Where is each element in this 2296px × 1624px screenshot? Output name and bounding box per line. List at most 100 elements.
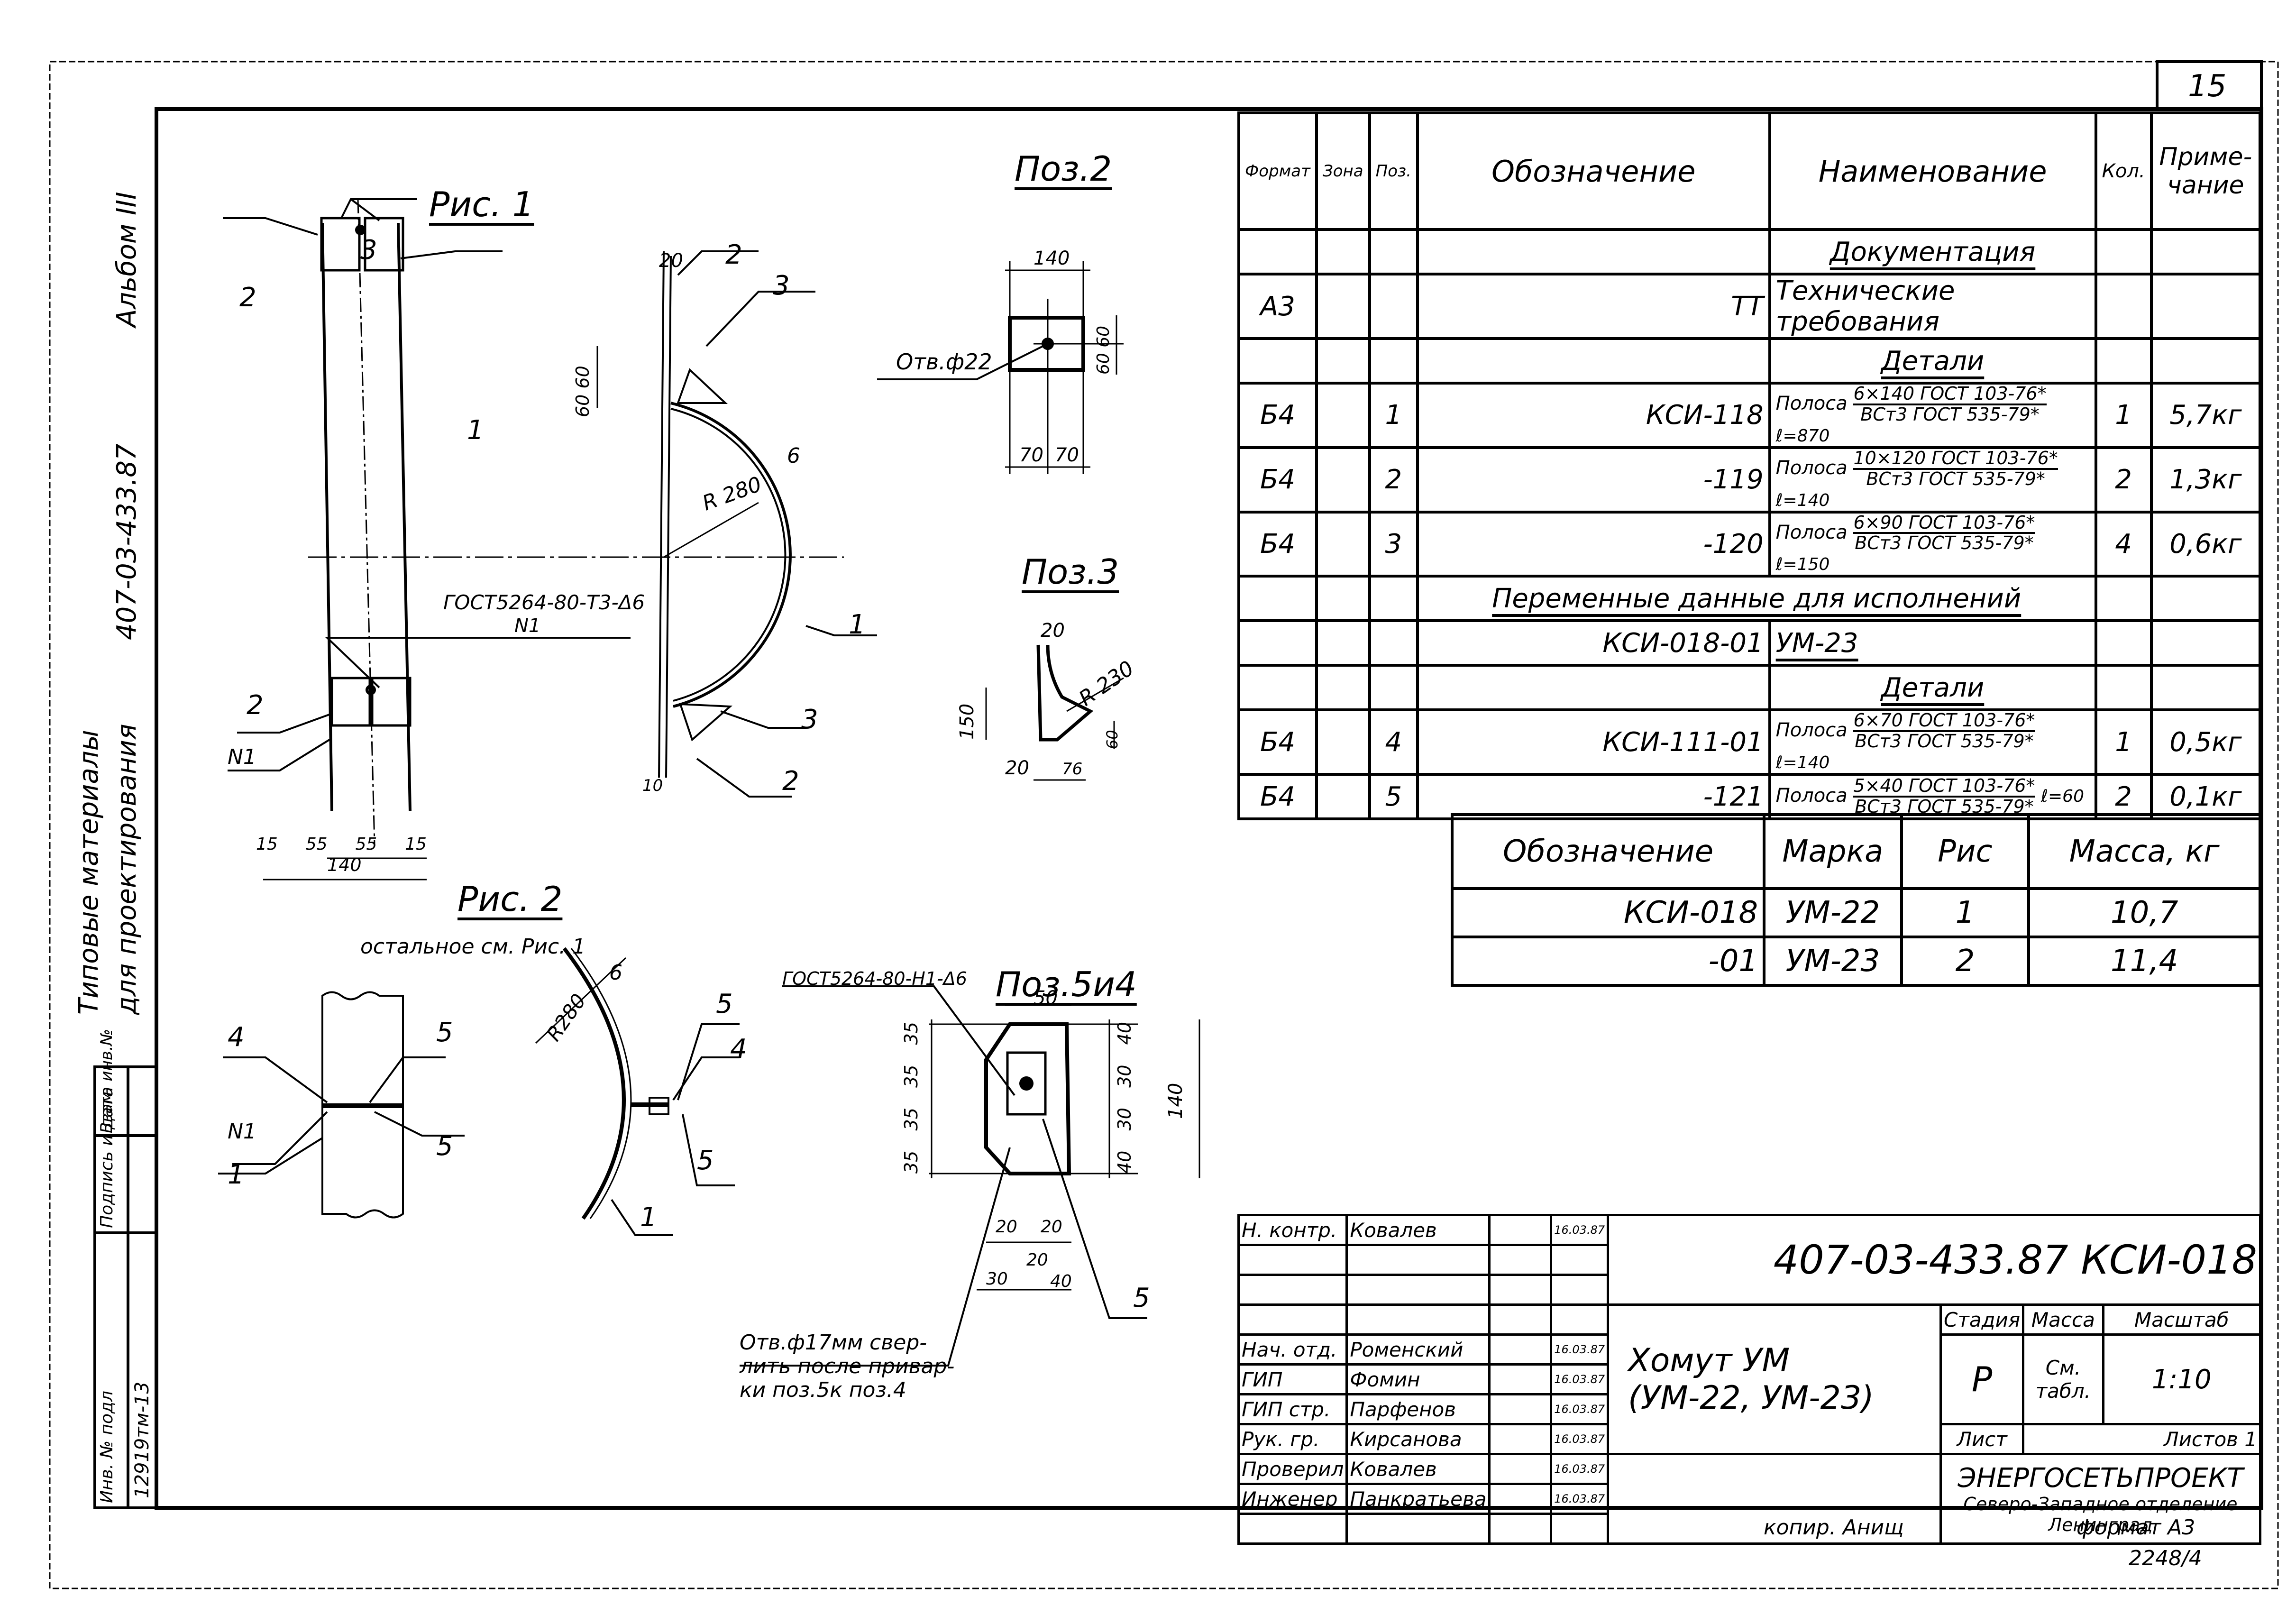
fig2-title: Рис. 2 xyxy=(457,879,563,919)
spec-pos xyxy=(1368,273,1419,340)
material-length: ℓ=140 xyxy=(1775,490,1830,510)
margin-stamp-frame xyxy=(93,1065,158,1509)
spec-zone xyxy=(1315,664,1371,712)
header-qty: Кол. xyxy=(2094,111,2153,231)
spec-qty xyxy=(2094,228,2153,275)
dim: 30 xyxy=(1114,1064,1135,1088)
dim: 35 xyxy=(901,1022,922,1045)
organization-branch: Северо-Западное отделение xyxy=(1963,1493,2238,1514)
spec-qty xyxy=(2094,337,2153,385)
spec-note: 0,5кг xyxy=(2150,708,2262,776)
spec-note xyxy=(2150,273,2262,340)
poz54-dim-outer-mid: 20 xyxy=(1026,1250,1048,1270)
page-number: 15 xyxy=(2188,69,2227,104)
material-length: ℓ=60 xyxy=(2041,787,2084,807)
fig2-thickness: 6 xyxy=(609,961,622,985)
material-grade: ВСт3 ГОСТ 535-79* xyxy=(1855,796,2034,817)
scale-value: 1:10 xyxy=(2102,1333,2262,1425)
poz3-dim-right: 60 xyxy=(1103,730,1121,749)
spec-qty: 2 xyxy=(2094,446,2153,514)
header-zone: Зона xyxy=(1315,111,1371,231)
section-title: Детали xyxy=(1881,672,1985,703)
spec-qty xyxy=(2094,664,2153,712)
dim: 55 xyxy=(305,835,328,854)
spec-note xyxy=(2150,664,2262,712)
signatory-date xyxy=(1550,1303,1610,1336)
poz54-title: Поз.5и4 xyxy=(996,964,1137,1004)
signatory-date: 16.03.87 xyxy=(1550,1483,1610,1515)
mass-label: Масса xyxy=(2022,1303,2104,1336)
dim: 35 xyxy=(901,1108,922,1131)
spec-name: Полоса 6×90 ГОСТ 103-76*ВСт3 ГОСТ 535-79… xyxy=(1768,510,2097,578)
title-empty-cell xyxy=(1607,1453,1942,1545)
poz2-dim-width: 140 xyxy=(1034,248,1070,269)
header-note: Приме-чание xyxy=(2150,111,2262,231)
signatory-name: Фомин xyxy=(1345,1363,1491,1395)
series-code-vertical: 407-03-433.87 xyxy=(111,443,142,640)
spec-section-title: Детали xyxy=(1768,337,2097,385)
mass-value: См. табл. xyxy=(2022,1333,2104,1425)
signatory-signature xyxy=(1488,1453,1553,1485)
material-profile: 10×120 ГОСТ 103-76* xyxy=(1853,449,2058,470)
spec-zone xyxy=(1315,619,1371,667)
header-pos: Поз. xyxy=(1368,111,1419,231)
spec-designation: КСИ-118 xyxy=(1416,382,1771,449)
spec-designation: -119 xyxy=(1416,446,1771,514)
signatory-signature xyxy=(1488,1513,1553,1545)
organization-city: Ленинград xyxy=(2048,1514,2153,1535)
dim: 35 xyxy=(901,1064,922,1088)
spec-row: Детали xyxy=(1237,337,2262,385)
material-type: Полоса xyxy=(1775,719,1848,742)
spec-designation xyxy=(1416,664,1771,712)
material-grade: ВСт3 ГОСТ 535-79* xyxy=(1860,404,2040,425)
fig1-callout-n1: N1 xyxy=(228,745,256,769)
signatory-date xyxy=(1550,1513,1610,1545)
spec-format xyxy=(1237,228,1318,275)
variant-mark: УМ-23 xyxy=(1775,627,1858,659)
signatory-name xyxy=(1345,1303,1491,1336)
poz54-hole-note-3: ки поз.5к поз.4 xyxy=(740,1378,906,1402)
signatory-date: 16.03.87 xyxy=(1550,1453,1610,1485)
signatory-name xyxy=(1345,1244,1491,1276)
poz54-dim-total: 140 xyxy=(1165,1083,1187,1119)
signatory-role xyxy=(1237,1274,1348,1306)
spec-zone xyxy=(1315,273,1371,340)
spec-note: 0,6кг xyxy=(2150,510,2262,578)
spec-pos: 4 xyxy=(1368,708,1419,776)
spec-designation: КСИ-018-01 xyxy=(1416,619,1771,667)
mass-mark: УМ-23 xyxy=(1763,936,1903,987)
poz3-dim-bottom-left: 20 xyxy=(1005,757,1029,779)
spec-row: Документация xyxy=(1237,228,2262,275)
signatory-row xyxy=(1237,1244,2260,1276)
signatory-name: Ковалев xyxy=(1345,1214,1491,1246)
dim: 30 xyxy=(1114,1108,1135,1131)
mass-designation: -01 xyxy=(1450,936,1766,987)
signatory-name: Роменский xyxy=(1345,1333,1491,1366)
signatory-role: Рук. гр. xyxy=(1237,1423,1348,1455)
poz54-weld-note: ГОСТ5264-80-Н1-Δ6 xyxy=(782,968,967,989)
spec-pos xyxy=(1368,575,1419,623)
poz2-hole-note: Отв.ф22 xyxy=(896,349,992,375)
spec-format xyxy=(1237,664,1318,712)
poz54-hole-note-1: Отв.ф17мм свер- xyxy=(740,1330,927,1355)
signatory-date: 16.03.87 xyxy=(1550,1214,1610,1246)
spec-zone xyxy=(1315,337,1371,385)
spec-format xyxy=(1237,619,1318,667)
spec-qty xyxy=(2094,575,2153,623)
material-grade: ВСт3 ГОСТ 535-79* xyxy=(1855,532,2034,554)
spec-qty: 1 xyxy=(2094,382,2153,449)
fig2-left-callout-1: 1 xyxy=(228,1159,245,1190)
signatory-role xyxy=(1237,1513,1348,1545)
spec-note: 0,1кг xyxy=(2150,773,2262,821)
fig1-callout-1: 1 xyxy=(467,415,484,446)
